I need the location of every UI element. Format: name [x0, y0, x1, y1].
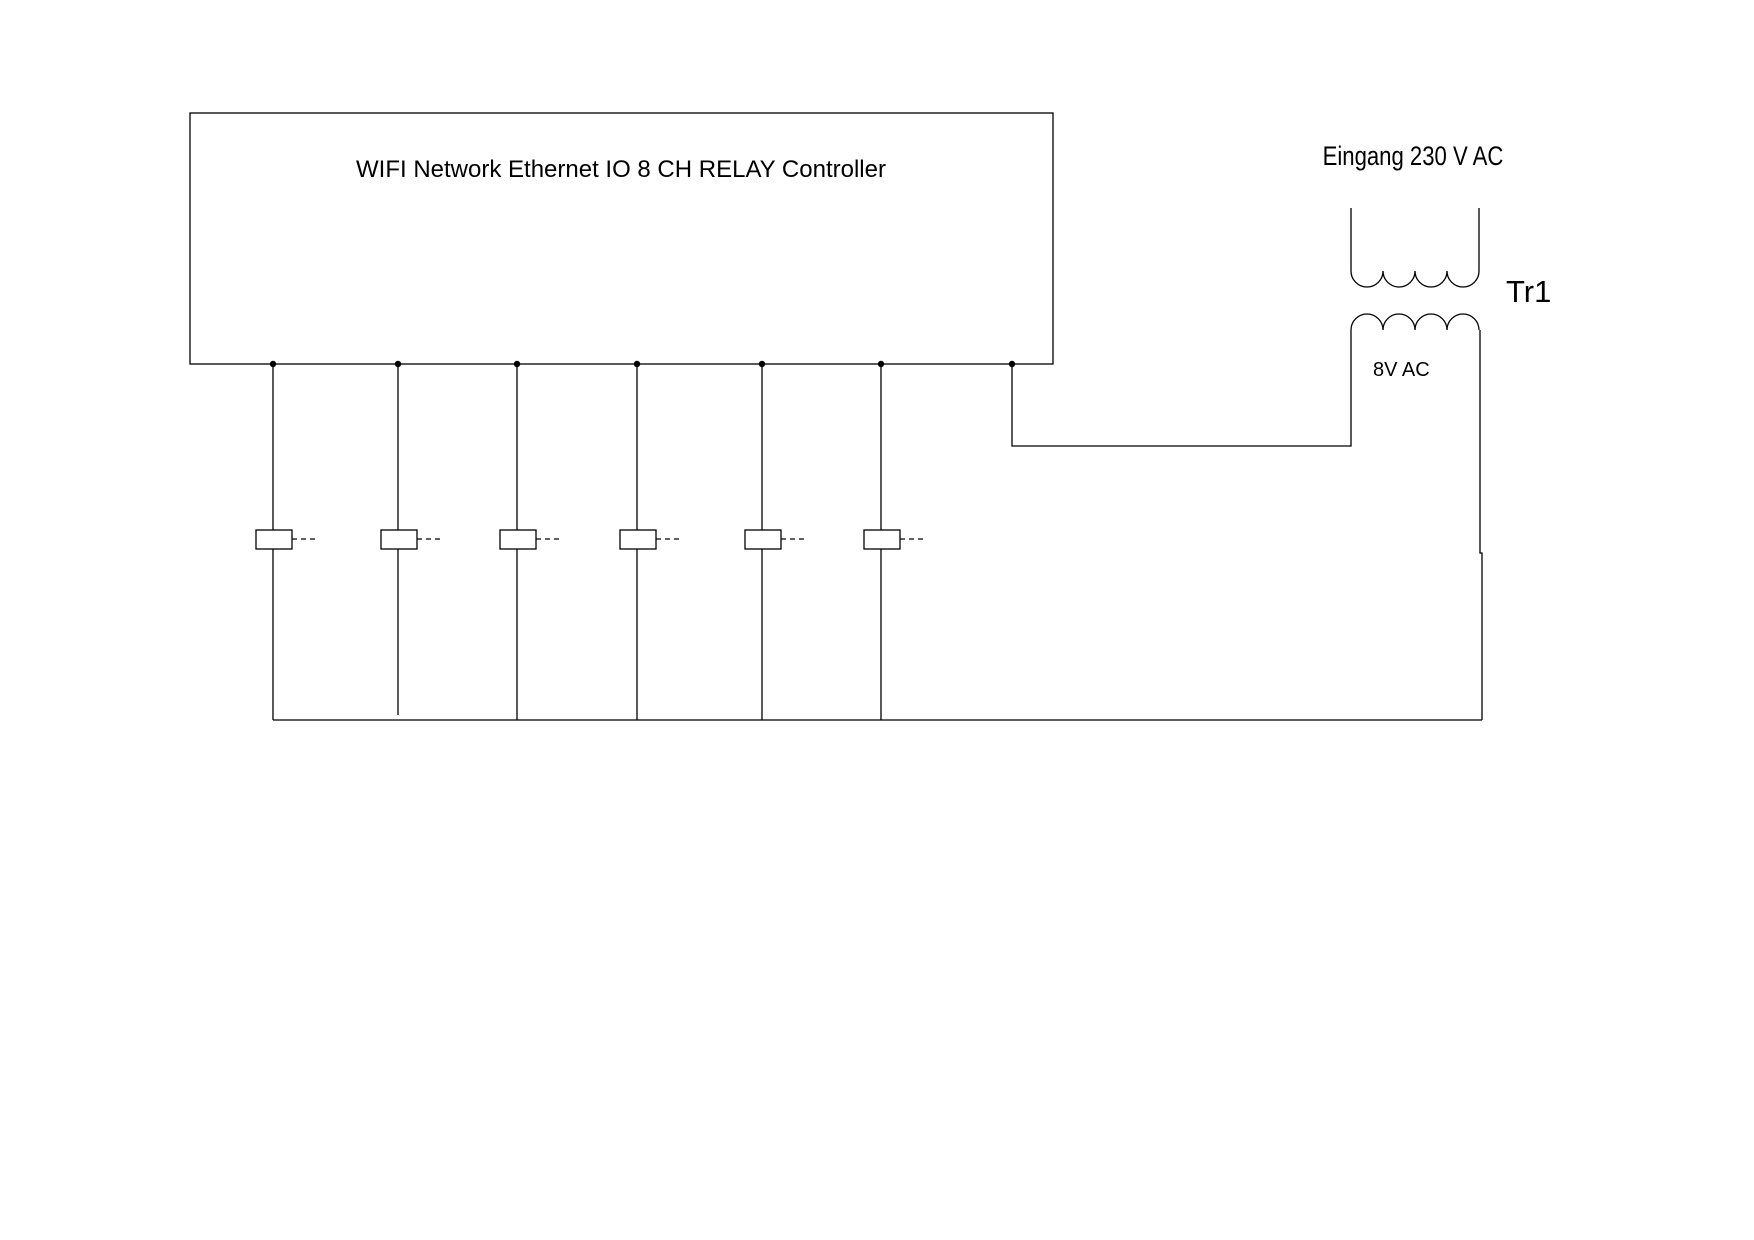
secondary-winding [1350, 313, 1480, 331]
relay-coil [619, 529, 657, 550]
relay-branches [255, 360, 926, 720]
relay-branch-2 [380, 360, 443, 715]
secondary-return-wire [1479, 330, 1483, 720]
relay-branch-4 [619, 360, 682, 720]
transformer-designator: Tr1 [1506, 274, 1551, 309]
feed-wire [1011, 330, 1352, 447]
controller-label: WIFI Network Ethernet IO 8 CH RELAY Cont… [356, 156, 886, 183]
power-feed-wire [1008, 330, 1352, 447]
relay-coil [744, 529, 782, 550]
transformer-tr1: Eingang 230 V AC Tr1 8V AC [1323, 142, 1552, 381]
relay-coil [863, 529, 901, 550]
relay-coil [380, 529, 418, 550]
controller-box [189, 112, 1054, 365]
transformer-secondary-label: 8V AC [1373, 359, 1430, 381]
primary-winding [1350, 208, 1480, 288]
relay-branch-1 [255, 360, 318, 720]
relay-coil [499, 529, 537, 550]
relay-coil [255, 529, 293, 550]
relay-branch-6 [863, 360, 926, 720]
controller-module: WIFI Network Ethernet IO 8 CH RELAY Cont… [189, 112, 1054, 365]
relay-branch-5 [744, 360, 807, 720]
relay-branch-3 [499, 360, 562, 720]
transformer-primary-label: Eingang 230 V AC [1323, 142, 1504, 172]
